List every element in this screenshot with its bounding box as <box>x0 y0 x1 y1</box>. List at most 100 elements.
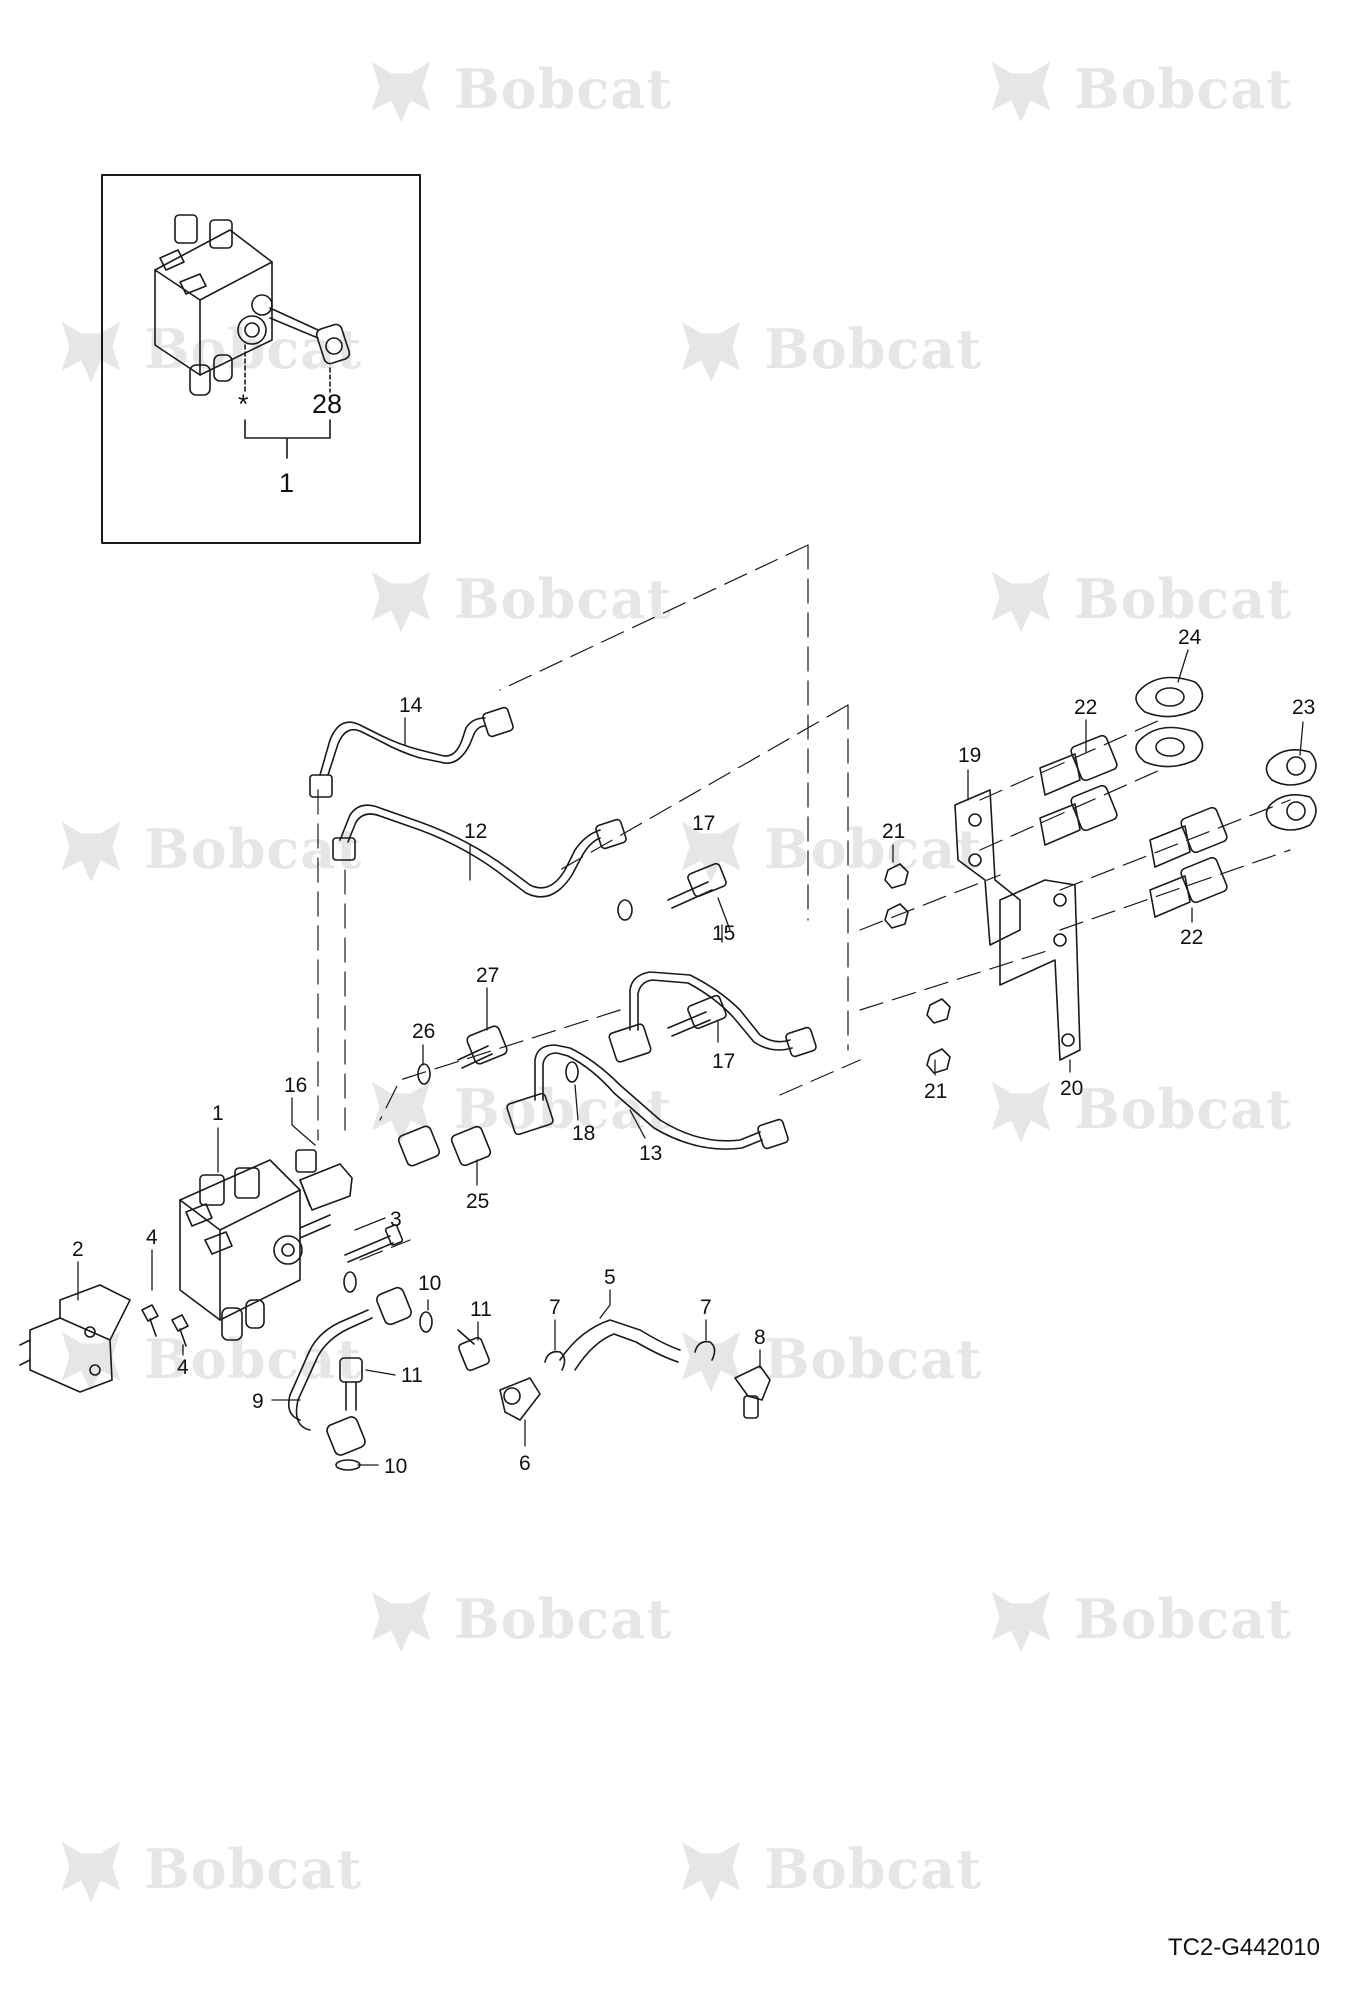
callout-17-lower: 17 <box>712 1050 735 1073</box>
bobcat-logo-icon <box>371 571 431 633</box>
watermark: Bobcat <box>672 1832 982 1906</box>
coupler-22-c <box>1149 806 1228 868</box>
clamp-7-left <box>544 1350 566 1371</box>
elbow-8 <box>734 1365 771 1419</box>
clamp-7-right <box>694 1340 716 1361</box>
center-lines <box>317 544 1291 1261</box>
callout-16: 16 <box>284 1074 307 1097</box>
callout-27: 27 <box>476 964 499 987</box>
watermark: Bobcat <box>362 1072 672 1146</box>
bobcat-logo-icon <box>61 821 121 883</box>
bobcat-logo-icon <box>991 1081 1051 1143</box>
watermark: Bobcat <box>362 1582 672 1656</box>
callout-5: 5 <box>604 1266 616 1289</box>
watermark: Bobcat <box>982 1072 1292 1146</box>
dust-cap-24-a <box>1135 676 1204 718</box>
watermark-text: Bobcat <box>454 1587 673 1651</box>
coupler-22-d <box>1149 856 1228 918</box>
callout-labels: 1 2 3 4 4 5 6 7 7 8 9 10 10 11 11 12 13 … <box>72 626 1315 1478</box>
bolt-3 <box>344 1224 404 1263</box>
bracket-2 <box>19 1284 131 1393</box>
callout-14: 14 <box>399 694 423 717</box>
watermark: Bobcat <box>52 812 362 886</box>
fitting-16 <box>295 1149 353 1211</box>
coupler-22-b <box>1039 784 1118 846</box>
inset-label-28: 28 <box>312 389 342 419</box>
hose-5 <box>559 1319 681 1371</box>
nut-21-c <box>926 998 951 1024</box>
plug-11-lower <box>339 1357 363 1411</box>
nut-21-b <box>884 903 909 929</box>
callout-10-upper: 10 <box>418 1272 441 1295</box>
watermark-text: Bobcat <box>1074 57 1293 121</box>
leader-lines <box>77 649 1304 1466</box>
watermark-text: Bobcat <box>454 57 673 121</box>
callout-26: 26 <box>412 1020 435 1043</box>
watermark-text: Bobcat <box>764 317 983 381</box>
watermark: Bobcat <box>982 562 1292 636</box>
mount-plate-20 <box>999 879 1081 1061</box>
elbow-6 <box>499 1377 541 1421</box>
inset-fitting-28 <box>269 307 351 365</box>
watermark: Bobcat <box>672 312 982 386</box>
callout-24: 24 <box>1178 626 1202 649</box>
adapter-10-upper <box>343 1271 433 1333</box>
bobcat-logo-icon <box>991 571 1051 633</box>
callout-23: 23 <box>1292 696 1315 719</box>
watermark: Bobcat <box>982 52 1292 126</box>
watermark-text: Bobcat <box>144 817 363 881</box>
dust-cap-24-b <box>1135 726 1204 768</box>
bobcat-logo-icon <box>371 61 431 123</box>
inset-leader <box>244 344 331 393</box>
coupler-22-a <box>1039 734 1118 796</box>
callout-7-left: 7 <box>549 1296 561 1319</box>
watermark: Bobcat <box>362 52 672 126</box>
callout-3: 3 <box>390 1208 402 1231</box>
callout-12: 12 <box>464 820 487 843</box>
watermark: Bobcat <box>52 1832 362 1906</box>
mount-plate-19 <box>954 789 1021 946</box>
watermark-text: Bobcat <box>144 1837 363 1901</box>
watermark-text: Bobcat <box>144 1327 363 1391</box>
inset-assembly-label: 1 <box>279 468 294 498</box>
callout-21-upper: 21 <box>882 820 905 843</box>
watermark-text: Bobcat <box>454 567 673 631</box>
watermark: Bobcat <box>982 1582 1292 1656</box>
dust-plug-23-a <box>1265 749 1317 786</box>
o-ring-18 <box>565 1061 579 1083</box>
callout-11-lower: 11 <box>401 1364 423 1387</box>
tube-13 <box>506 1044 789 1150</box>
bobcat-logo-icon <box>61 321 121 383</box>
watermark-text: Bobcat <box>1074 1077 1293 1141</box>
bobcat-logo-icon <box>681 1841 741 1903</box>
o-ring-10-lower <box>335 1459 361 1471</box>
watermark-text: Bobcat <box>764 1837 983 1901</box>
callout-21-lower: 21 <box>924 1080 947 1103</box>
callout-15: 15 <box>712 922 735 945</box>
watermark-text: Bobcat <box>1074 1587 1293 1651</box>
bobcat-logo-icon <box>991 61 1051 123</box>
dust-plug-23-b <box>1265 794 1317 831</box>
inset-frame <box>101 174 421 544</box>
screw-4-upper <box>141 1304 159 1337</box>
fitting-17-upper <box>617 862 727 921</box>
callout-4-upper: 4 <box>146 1226 158 1249</box>
plug-11-upper <box>457 1329 490 1372</box>
callout-20: 20 <box>1060 1077 1083 1100</box>
inset-detail: * 28 1 <box>101 174 421 544</box>
callout-17-upper: 17 <box>692 812 715 835</box>
callout-25: 25 <box>466 1190 489 1213</box>
callout-13: 13 <box>639 1142 662 1165</box>
watermark-text: Bobcat <box>764 1327 983 1391</box>
bobcat-logo-icon <box>681 321 741 383</box>
watermark: Bobcat <box>52 1322 362 1396</box>
callout-11-upper: 11 <box>470 1298 492 1321</box>
callout-8: 8 <box>754 1326 766 1349</box>
bobcat-logo-icon <box>371 1591 431 1653</box>
control-valve-1 <box>179 1159 331 1341</box>
nut-21-a <box>884 863 909 889</box>
tube-14 <box>309 706 514 798</box>
callout-18: 18 <box>572 1122 595 1145</box>
callout-19: 19 <box>958 744 981 767</box>
